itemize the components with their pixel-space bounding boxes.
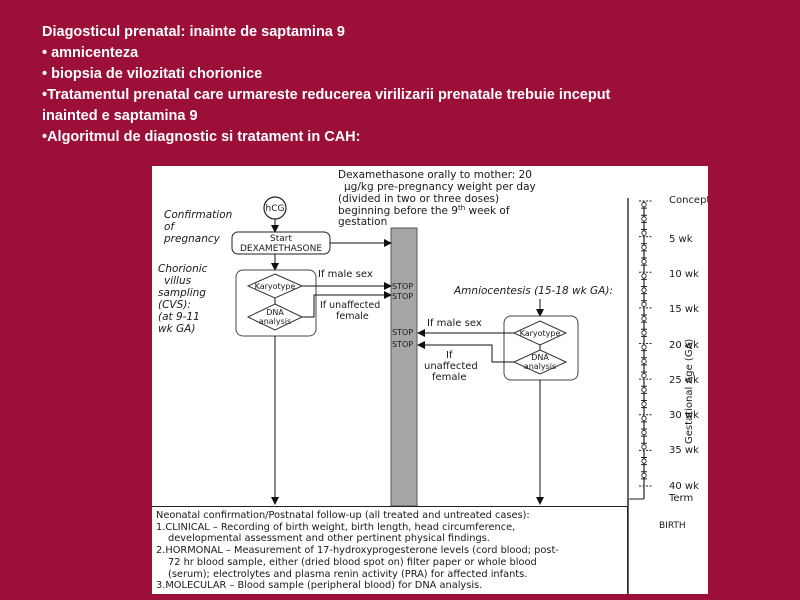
dex-line2: μg/kg pre-pregnancy weight per day <box>344 181 536 193</box>
timeline-marker <box>641 216 647 222</box>
amnio-if-male-label: If male sex <box>427 318 482 329</box>
timeline-marker <box>641 372 647 379</box>
timeline-marker <box>641 244 647 250</box>
bullet-chorionic-biopsy: • biopsia de vilozitati chorionice <box>42 66 263 82</box>
cvs-line5: (at 9-11 <box>158 311 200 323</box>
tl-30wk: 30 wk <box>669 410 699 421</box>
bullet-treatment-line2: inainted e saptamina 9 <box>42 108 198 124</box>
dex-line1: Dexamethasone orally to mother: 20 <box>338 169 532 181</box>
bullet-treatment-line1: •Tratamentul prenatal care urmareste red… <box>42 87 611 103</box>
timeline-marker <box>641 415 647 421</box>
cvs-female-arrow <box>302 291 392 318</box>
cvs-dna-diamond <box>246 303 304 331</box>
amnio-female-arrow <box>417 341 514 363</box>
followup-hormonal-cont2: (serum); electrolytes and plasma renin a… <box>168 568 528 580</box>
cvs-line3: sampling <box>158 287 206 299</box>
tl-5wk: 5 wk <box>669 234 693 245</box>
followup-clinical: 1.CLINICAL – Recording of birth weight, … <box>156 521 516 533</box>
timeline-marker <box>641 230 647 236</box>
followup-hormonal-cont1: 72 hr blood sample, either (dried blood … <box>168 556 537 568</box>
amnio-label: Amniocentesis (15-18 wk GA): <box>453 285 613 297</box>
tl-term: Term <box>668 493 693 504</box>
timeline-marker <box>641 458 647 464</box>
followup-heading: Neonatal confirmation/Postnatal follow-u… <box>156 510 530 521</box>
dex-line3: (divided in two or three doses) <box>338 193 499 205</box>
tl-25wk: 25 wk <box>669 375 699 386</box>
tl-10wk: 10 wk <box>669 269 699 280</box>
timeline-marker <box>641 358 647 364</box>
confirmation-line3: pregnancy <box>163 233 221 245</box>
tl-birth: BIRTH <box>659 521 686 531</box>
diagram-svg: Dexamethasone orally to mother: 20 μg/kg… <box>158 169 708 594</box>
stop-label-3: STOP <box>392 328 413 337</box>
timeline-marker <box>641 444 647 450</box>
followup-box: Neonatal confirmation/Postnatal follow-u… <box>152 506 628 594</box>
timeline-marker <box>641 401 647 407</box>
stop-label-2: STOP <box>392 292 413 301</box>
timeline-marker <box>641 429 647 436</box>
cvs-line1: Chorionic <box>158 263 208 275</box>
tl-35wk: 35 wk <box>669 445 699 456</box>
slide-title: Diagosticul prenatal: inainte de saptami… <box>42 24 345 40</box>
gestational-timeline: Conception 5 wk 10 wk 15 wk 20 wk 25 wk … <box>627 195 708 594</box>
timeline-marker <box>641 330 647 336</box>
tl-conception: Conception <box>669 195 708 206</box>
timeline-marker <box>641 258 647 265</box>
hcg-label: hCG <box>266 204 285 214</box>
cvs-line2: villus <box>164 275 192 287</box>
dex-line5: gestation <box>338 216 387 228</box>
dexamethasone-bar <box>390 227 418 507</box>
timeline-marker <box>641 387 647 393</box>
timeline-ticks-g <box>639 200 653 499</box>
tl-15wk: 15 wk <box>669 304 699 315</box>
stop-label-1: STOP <box>392 282 413 291</box>
timeline-marker <box>641 287 647 293</box>
amnio-if-label: If <box>446 350 453 361</box>
amnio-analysis-label: analysis <box>524 362 556 371</box>
timeline-marker <box>641 315 647 322</box>
amnio-karyotype-label: Karyotype <box>520 329 561 338</box>
followup-clinical-cont: developmental assessment and other perti… <box>168 533 490 545</box>
cvs-if-unaffected-label: If unaffected <box>320 300 380 311</box>
cvs-dna-label: DNA <box>266 308 284 317</box>
amnio-unaffected-label: unaffected <box>424 361 478 372</box>
cvs-line6: wk GA) <box>158 323 195 335</box>
slide-text-block: Diagosticul prenatal: inainte de saptami… <box>42 22 782 148</box>
timeline-marker <box>641 301 647 307</box>
timeline-marker <box>641 201 647 208</box>
timeline-marker <box>641 472 647 478</box>
amnio-dna-label: DNA <box>531 353 549 362</box>
cah-algorithm-diagram: Dexamethasone orally to mother: 20 μg/kg… <box>152 166 708 594</box>
cvs-female-label: female <box>336 311 369 322</box>
stop-label-4: STOP <box>392 340 413 349</box>
amnio-female-label: female <box>432 372 466 383</box>
bullet-amniocentesis: • amnicenteza <box>42 45 139 61</box>
timeline-marker <box>641 273 647 279</box>
start-label: Start <box>270 234 292 244</box>
tl-40wk: 40 wk <box>669 481 699 492</box>
cvs-if-male-label: If male sex <box>318 269 373 280</box>
dex-line4: beginning before the 9th week of <box>338 204 510 217</box>
confirmation-line2: of <box>164 221 176 233</box>
cvs-analysis-label: analysis <box>259 317 291 326</box>
bullet-algorithm: •Algoritmul de diagnostic si tratament i… <box>42 129 361 145</box>
confirmation-line1: Confirmation <box>164 209 232 221</box>
start-dex-label: DEXAMETHASONE <box>240 244 322 254</box>
cvs-karyotype-label: Karyotype <box>255 282 296 291</box>
timeline-marker <box>641 344 647 350</box>
tl-20wk: 20 wk <box>669 340 699 351</box>
followup-hormonal: 2.HORMONAL – Measurement of 17-hydroxypr… <box>156 545 559 557</box>
amnio-dna-diamond <box>512 349 568 375</box>
gestational-age-axis-label: Gestational Age (GA) <box>684 339 695 444</box>
followup-molecular: 3.MOLECULAR – Blood sample (peripheral b… <box>156 580 483 592</box>
cvs-line4: (CVS): <box>158 299 191 311</box>
